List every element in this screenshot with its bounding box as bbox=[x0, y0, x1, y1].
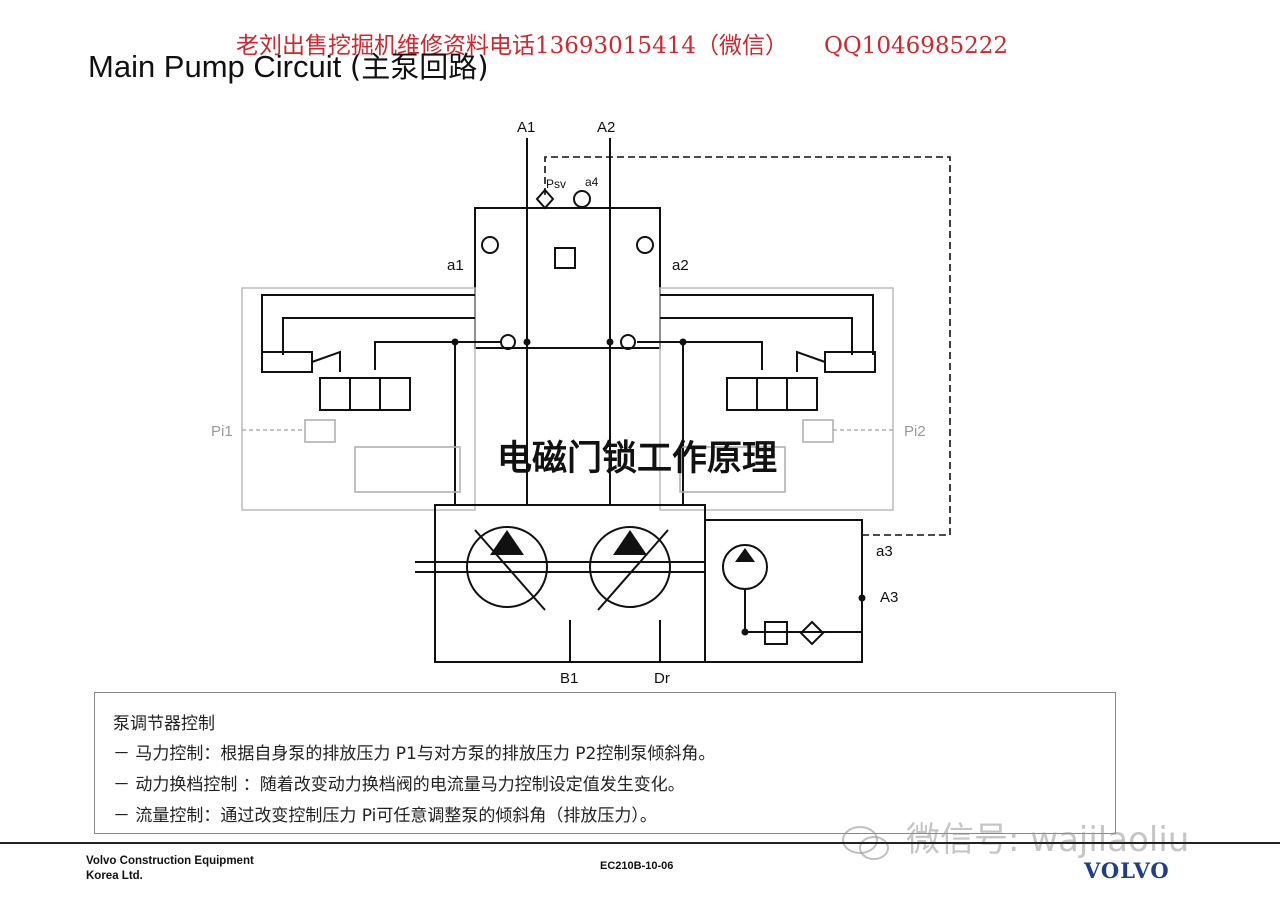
description-heading: 泵调节器控制 bbox=[113, 714, 215, 734]
pilot-pump-arrow bbox=[735, 548, 755, 562]
description-line-3: － 流量控制：通过改变控制压力 Pi可任意调整泵的倾斜角（排放压力）。 bbox=[113, 806, 657, 826]
footer-divider bbox=[0, 842, 1280, 844]
page-title: Main Pump Circuit (主泵回路) bbox=[88, 44, 489, 86]
label-pi2: Pi2 bbox=[904, 423, 926, 440]
label-a2: a2 bbox=[672, 257, 689, 274]
ctrl-line-left-1 bbox=[261, 294, 475, 355]
footer-company: Volvo Construction Equipment Korea Ltd. bbox=[86, 854, 254, 884]
watermark-qq: QQ1046985222 bbox=[823, 33, 1009, 59]
left-servo-cylinder bbox=[261, 351, 313, 373]
ctrl-line-right-3 bbox=[637, 341, 763, 370]
right-regulator-frame bbox=[659, 287, 894, 511]
watermark-text: 老刘出售挖掘机维修资料电话13693015414（微信） bbox=[236, 33, 788, 59]
page-title-cn: (主泵回路) bbox=[349, 50, 489, 84]
pump-p1-arrow bbox=[490, 530, 524, 555]
pilot-dashed-line bbox=[544, 156, 951, 536]
label-a1-port: A1 bbox=[517, 119, 535, 136]
right-servo-cylinder bbox=[824, 351, 876, 373]
ctrl-line-right-2 bbox=[660, 317, 853, 355]
label-b1: B1 bbox=[560, 670, 578, 687]
label-a3-small: a3 bbox=[876, 543, 893, 560]
description-box: 泵调节器控制 － 马力控制：根据自身泵的排放压力 P1与对方泵的排放压力 P2控… bbox=[94, 692, 1116, 834]
control-block bbox=[474, 207, 661, 349]
description-line-2: － 动力换档控制 ：随着改变动力换档阀的电流量马力控制设定值发生变化。 bbox=[113, 775, 685, 795]
label-a1: a1 bbox=[447, 257, 464, 274]
label-pi1: Pi1 bbox=[211, 423, 233, 440]
label-dr: Dr bbox=[654, 670, 670, 687]
right-spring bbox=[796, 350, 826, 372]
left-spool-valve bbox=[319, 377, 411, 411]
left-regulator-frame bbox=[241, 287, 476, 511]
label-a3-port: A3 bbox=[880, 589, 898, 606]
footer-company-line-2: Korea Ltd. bbox=[86, 870, 143, 882]
footer-company-line-1: Volvo Construction Equipment bbox=[86, 855, 254, 867]
wechat-watermark: 微信号: wajilaoliu bbox=[906, 820, 1190, 860]
label-a2-port: A2 bbox=[597, 119, 615, 136]
footer-doc-code: EC210B-10-06 bbox=[600, 860, 674, 872]
left-spring bbox=[311, 350, 341, 372]
right-spool-valve bbox=[726, 377, 818, 411]
page-title-en: Main Pump Circuit bbox=[88, 49, 342, 84]
ctrl-line-right-1 bbox=[660, 294, 874, 355]
ctrl-line-left-2 bbox=[282, 317, 475, 355]
pump-p2-arrow bbox=[613, 530, 647, 555]
ctrl-line-left-3 bbox=[374, 341, 500, 370]
label-a4: a4 bbox=[585, 175, 599, 189]
description-line-1: － 马力控制：根据自身泵的排放压力 P1与对方泵的排放压力 P2控制泵倾斜角。 bbox=[113, 744, 716, 764]
pump-p1 bbox=[466, 526, 548, 608]
volvo-logo: VOLVO bbox=[1084, 858, 1170, 883]
wechat-icon bbox=[842, 826, 889, 860]
label-psv: Psv bbox=[546, 177, 566, 191]
overlay-title: 电磁门锁工作原理 bbox=[497, 439, 778, 479]
watermark-header: 老刘出售挖掘机维修资料电话13693015414（微信） QQ1046985222 bbox=[236, 26, 1008, 60]
pilot-pump-frame bbox=[704, 519, 863, 663]
pump-p2 bbox=[589, 526, 671, 608]
